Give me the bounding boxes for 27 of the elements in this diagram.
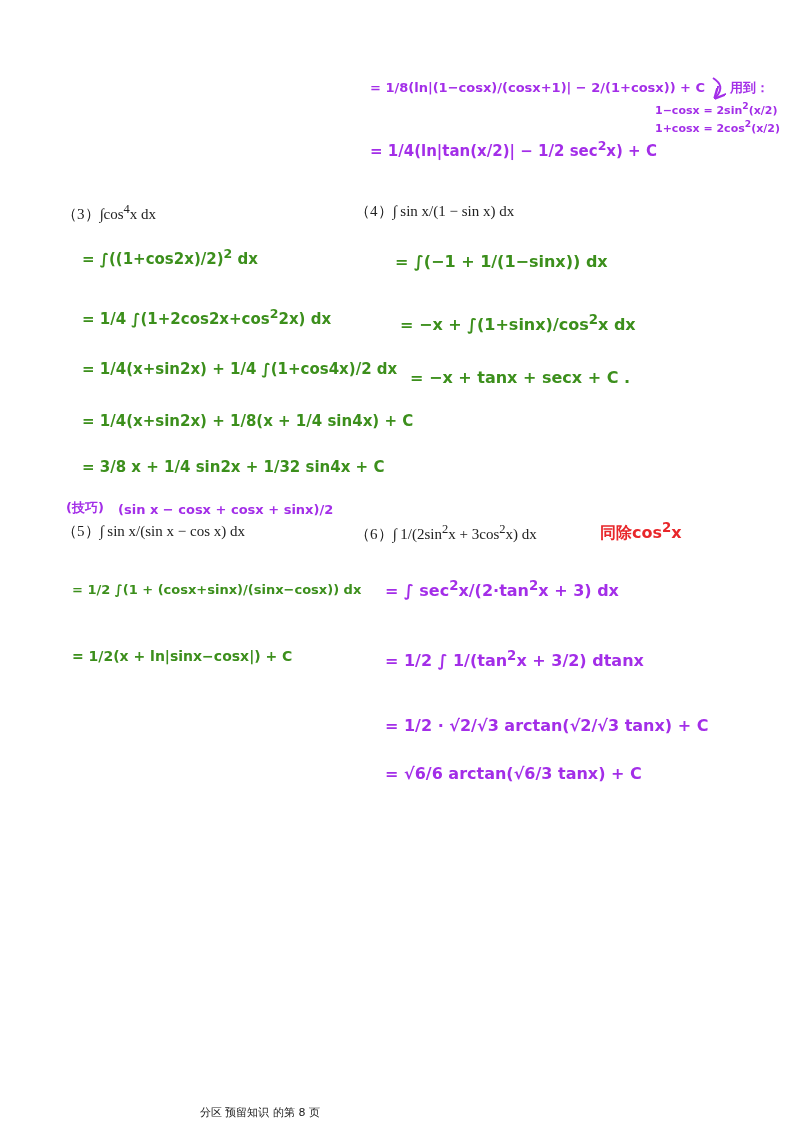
handwritten-equation: = 1/4(x+sin2x) + 1/8(x + 1/4 sin4x) + C bbox=[82, 412, 414, 430]
handwritten-equation: = −x + tanx + secx + C . bbox=[410, 368, 631, 388]
handwritten-equation: = 1/2 ∫ 1/(tan$^{2}$x + 3/2) dtanx bbox=[385, 648, 644, 671]
handwritten-equation: = √6/6 arctan(√6/3 tanx) + C bbox=[385, 764, 642, 784]
handwritten-equation: = 1/4(ln|tan(x/2)| − 1/2 sec$^{2}$x) + C bbox=[370, 138, 657, 160]
handwritten-equation: = ∫ sec$^{2}$x/(2·tan$^{2}$x + 3) dx bbox=[385, 578, 619, 601]
handwritten-equation: = 1/2(x + ln|sinx−cosx|) + C bbox=[72, 648, 293, 665]
handwritten-equation: = −x + ∫(1+sinx)/cos$^{2}$x dx bbox=[400, 312, 636, 335]
handwritten-equation: = 1/4 ∫(1+2cos2x+cos$^{2}$2x) dx bbox=[82, 306, 332, 328]
handwritten-equation: 1−cosx = 2sin$^{2}$(x/2) bbox=[655, 100, 778, 117]
handwritten-equation: (技巧) bbox=[66, 500, 104, 516]
handwritten-equation: = ∫(−1 + 1/(1−sinx)) dx bbox=[395, 252, 608, 272]
handwritten-equation: 同除cos$^{2}$x bbox=[600, 520, 682, 543]
handwritten-equation: = 3/8 x + 1/4 sin2x + 1/32 sin4x + C bbox=[82, 458, 385, 476]
handwritten-equation: = ∫((1+cos2x)/2)$^{2}$ dx bbox=[82, 246, 258, 268]
handwritten-equation: = 1/8(ln|(1−cosx)/(cosx+1)| − 2/(1+cosx)) + C bbox=[370, 80, 706, 96]
handwritten-equation: = 1/2 · √2/√3 arctan(√2/√3 tanx) + C bbox=[385, 716, 709, 736]
handwritten-equation: = 1/2 ∫(1 + (cosx+sinx)/(sinx−cosx)) dx bbox=[72, 582, 362, 598]
printed-problem: （5）∫ sin x/(sin x − cos x) dx bbox=[62, 522, 245, 540]
handwritten-equation: = 1/4(x+sin2x) + 1/4 ∫(1+cos4x)/2 dx bbox=[82, 360, 398, 378]
handwritten-equation: (sin x − cosx + cosx + sinx)/2 bbox=[118, 502, 334, 518]
handwritten-equation: 用到： bbox=[730, 80, 769, 96]
page-footer: 分区 预留知识 的第 8 页 bbox=[200, 1106, 320, 1120]
handwritten-equation: 1+cosx = 2cos$^{2}$(x/2) bbox=[655, 118, 780, 135]
printed-problem: （4）∫ sin x/(1 − sin x) dx bbox=[355, 202, 515, 220]
printed-problem: （3）∫cos$^{4}$x dx bbox=[62, 202, 157, 223]
printed-problem: （6）∫ 1/(2sin$^{2}$x + 3cos$^{2}$x) dx bbox=[355, 522, 537, 543]
